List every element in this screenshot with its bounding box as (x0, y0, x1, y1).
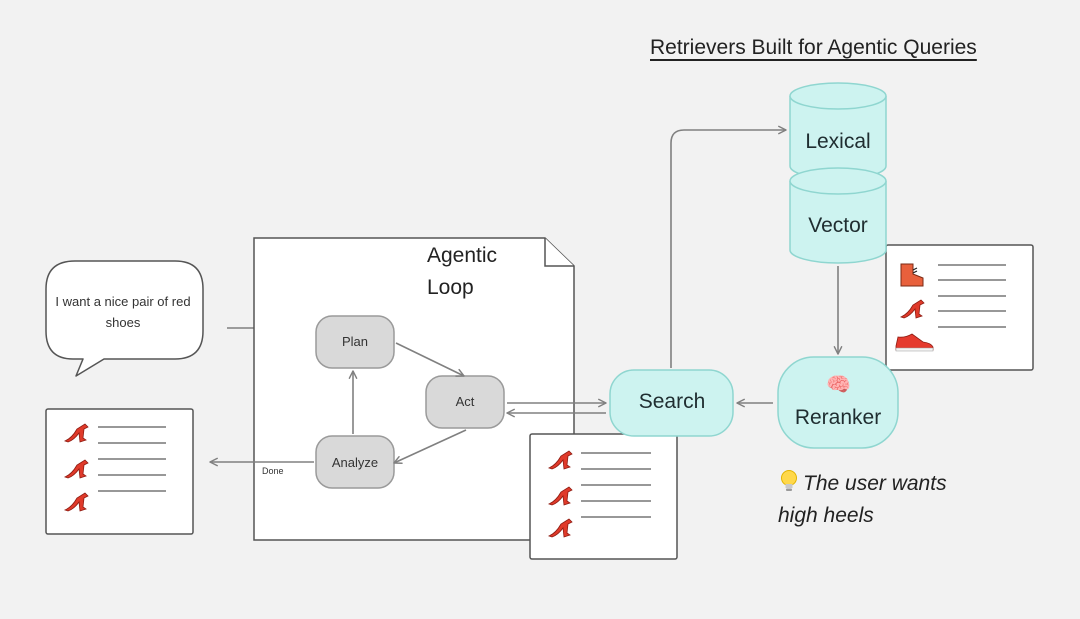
lexical-label: Lexical (805, 130, 871, 153)
high-heel-icon (547, 486, 573, 506)
high-heel-icon (63, 423, 89, 443)
output-result-icons (63, 423, 89, 512)
boot-icon (900, 263, 924, 287)
agentic-loop-title-line2: Loop (427, 276, 474, 299)
high-heel-icon (547, 518, 573, 538)
output-list-lines (98, 426, 166, 492)
insight-text: The user wants high heels (778, 468, 998, 532)
agentic-loop-title-line1: Agentic (427, 244, 498, 267)
lexical-database (789, 82, 887, 180)
analyze-label: Analyze (331, 455, 379, 470)
arrow-search-to-lexical (670, 125, 787, 368)
search-label: Search (638, 390, 706, 413)
high-heel-icon (899, 299, 925, 319)
brain-icon: 🧠 (826, 374, 851, 396)
document-fold (544, 238, 574, 267)
insight-line1: The user wants (803, 472, 947, 495)
search-result-icons (547, 450, 573, 538)
db-results-card (885, 244, 1034, 371)
act-label: Act (455, 394, 475, 409)
vector-database (789, 167, 887, 264)
db-result-icons (895, 263, 934, 352)
agentic-loop-document (253, 237, 575, 541)
vector-label: Vector (808, 214, 868, 237)
db-list-lines (938, 264, 1006, 328)
search-list-lines (581, 452, 651, 518)
speech-bubble (45, 260, 204, 377)
diagram-title: Retrievers Built for Agentic Queries (650, 36, 977, 59)
plan-node (315, 315, 395, 369)
insight-line2: high heels (778, 504, 874, 527)
plan-label: Plan (341, 334, 369, 349)
high-heel-icon (63, 459, 89, 479)
reranker-label: Reranker (794, 406, 882, 429)
reranker-node (777, 356, 899, 449)
sneaker-icon (895, 333, 934, 352)
done-label: Done (262, 466, 284, 476)
high-heel-icon (547, 450, 573, 470)
act-node (425, 375, 505, 429)
high-heel-icon (63, 492, 89, 512)
lightbulb-icon (781, 470, 797, 491)
search-node (609, 369, 734, 437)
user-query-text: I want a nice pair of red shoes (55, 294, 191, 330)
arrow-plan-to-act (395, 342, 465, 377)
agentic-loop-title: Agentic Loop (427, 240, 497, 304)
arrow-act-to-analyze (393, 429, 467, 464)
